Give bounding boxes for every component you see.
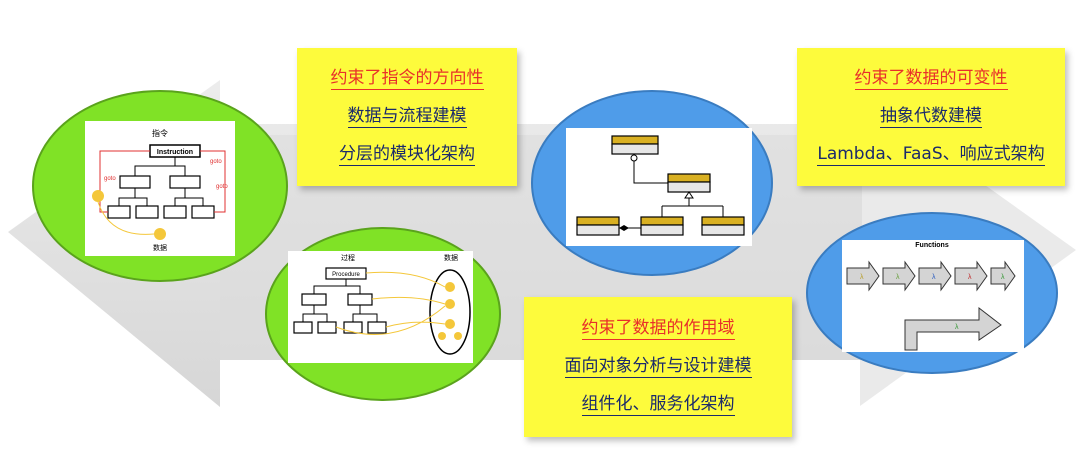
- goto-label-1: goto: [104, 176, 116, 182]
- instruction-box-text: Instruction: [157, 149, 193, 156]
- box-title: 约束了数据的作用域: [581, 318, 735, 340]
- ellipse-procedure-diagram: 过程 数据 Procedure: [265, 227, 501, 401]
- ellipse-class-diagram: [531, 90, 773, 276]
- goto-label-2: goto: [210, 159, 222, 165]
- box-data-mutability: 约束了数据的可变性 抽象代数建模 Lambda、FaaS、响应式架构: [797, 48, 1065, 186]
- lambda-1: λ: [860, 274, 864, 281]
- data-label: 数据: [153, 243, 167, 252]
- box-title: 约束了数据的可变性: [854, 68, 1008, 90]
- process-label: 过程: [341, 253, 355, 262]
- box-line: 数据与流程建模: [347, 106, 467, 128]
- ellipse-instruction-diagram: 指令 Instruction goto goto goto 数据: [32, 90, 288, 282]
- box-title: 约束了指令的方向性: [330, 68, 484, 90]
- lambda-4: λ: [968, 274, 972, 281]
- box-line: 面向对象分析与设计建模: [564, 356, 752, 378]
- box-line: 组件化、服务化架构: [581, 394, 735, 416]
- goto-label-3: goto: [216, 184, 228, 190]
- lambda-3: λ: [932, 274, 936, 281]
- procedure-box-text: Procedure: [332, 272, 360, 278]
- box-data-scope: 约束了数据的作用域 面向对象分析与设计建模 组件化、服务化架构: [524, 297, 792, 437]
- box-line: 抽象代数建模: [880, 106, 982, 128]
- instruction-label: 指令: [152, 128, 168, 138]
- lambda-5: λ: [1001, 274, 1005, 281]
- box-line: 分层的模块化架构: [339, 144, 475, 166]
- box-instruction-direction: 约束了指令的方向性 数据与流程建模 分层的模块化架构: [297, 48, 517, 186]
- box-line: Lambda、FaaS、响应式架构: [817, 144, 1045, 166]
- lambda-6: λ: [955, 324, 959, 331]
- functions-title: Functions: [915, 242, 949, 249]
- data-label-2: 数据: [444, 253, 458, 262]
- lambda-2: λ: [896, 274, 900, 281]
- ellipse-functions-diagram: Functions λ λ λ λ λ λ: [806, 212, 1058, 374]
